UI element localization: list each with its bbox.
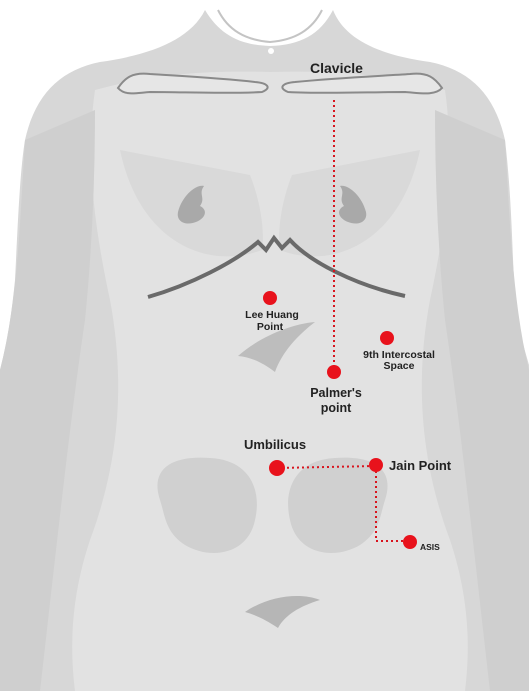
intercostal-point: [380, 331, 394, 345]
palmers-label-line1: Palmer's: [310, 386, 362, 400]
clavicle-label: Clavicle: [310, 60, 363, 76]
umbilicus-label: Umbilicus: [244, 437, 306, 452]
sternal-notch: [268, 48, 274, 54]
lee-huang-point: [263, 291, 277, 305]
asis-point: [403, 535, 417, 549]
jain-point: [369, 458, 383, 472]
jain-point-label: Jain Point: [389, 458, 452, 473]
palmers-label-line2: point: [321, 401, 352, 415]
asis-label: ASIS: [420, 542, 440, 552]
intercostal-label-line2: Space: [384, 360, 415, 372]
lee-huang-label-line2: Point: [257, 321, 284, 333]
palmers-point: [327, 365, 341, 379]
umbilicus-point: [269, 460, 285, 476]
lee-huang-label-line1: Lee Huang: [245, 309, 299, 321]
